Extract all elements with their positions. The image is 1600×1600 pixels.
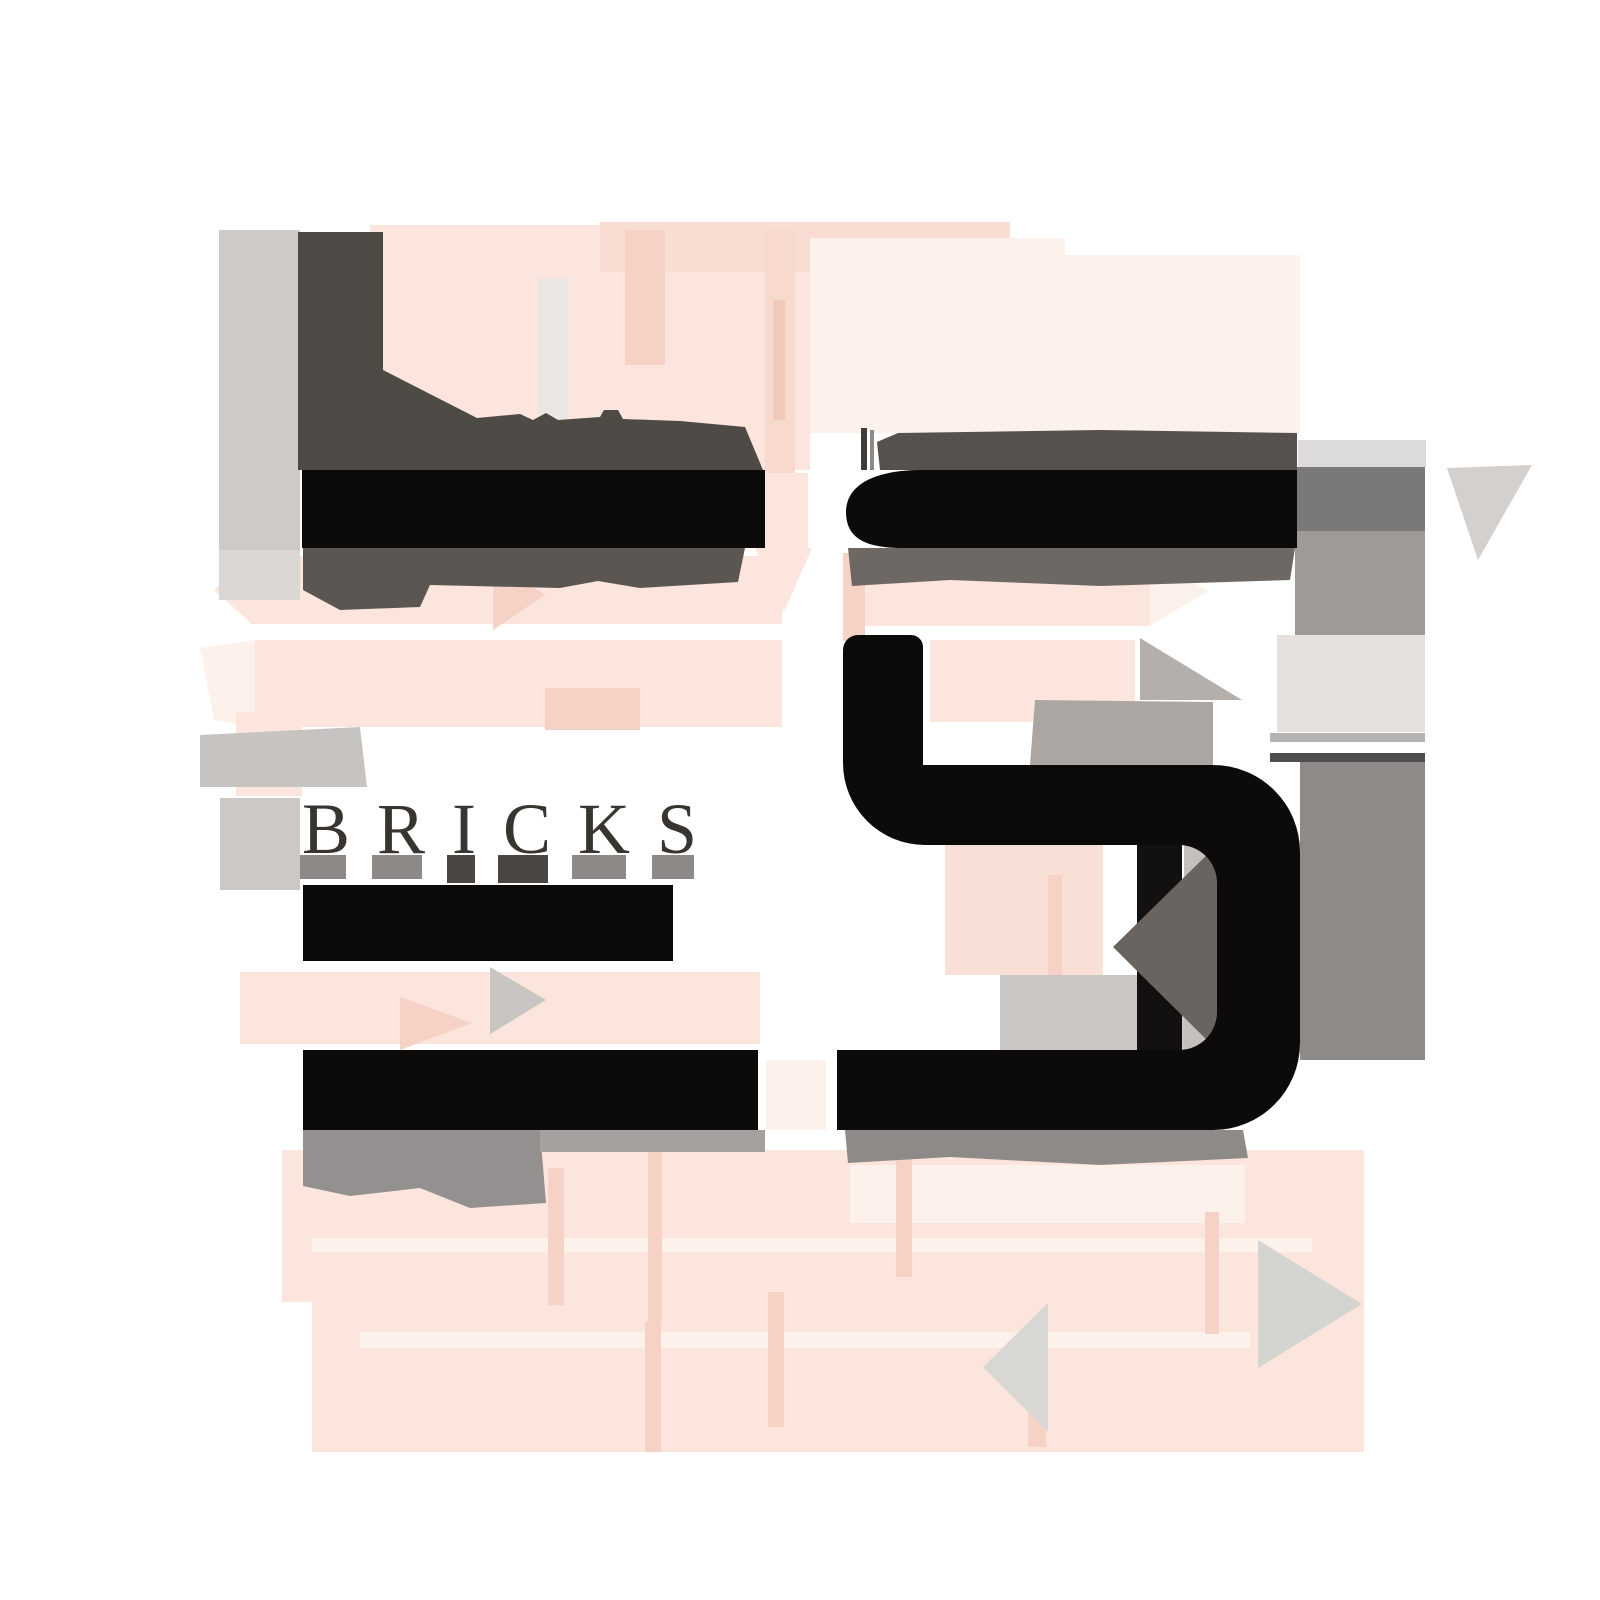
logo-e-bar-top	[302, 470, 765, 548]
artifact-pink-patch	[1065, 255, 1300, 433]
artifact-gray-block	[1297, 467, 1425, 531]
logo-layer: BRICKS	[302, 470, 1300, 1130]
artifact-pink-patch	[762, 473, 808, 548]
logo-e-bar-bottom	[303, 1050, 758, 1130]
artifact-pink-streak	[896, 1150, 912, 1277]
wordmark-serif-foot	[572, 855, 626, 879]
artifact-dark-halo	[845, 1130, 1248, 1165]
artifact-gray-slab	[220, 798, 300, 890]
artifact-gray-slab	[219, 550, 300, 600]
artifact-gray-block	[1295, 531, 1425, 635]
artifact-gray-triangle	[983, 1303, 1048, 1432]
logo-s-body	[837, 635, 1300, 1130]
artifact-pink-streak	[1048, 875, 1062, 980]
artifact-dark-halo	[298, 232, 763, 470]
artifact-loop-triangle	[1113, 845, 1217, 1050]
artifact-dark-line	[870, 430, 874, 470]
artifact-dark-line	[861, 428, 867, 470]
artifact-pink-row	[312, 1238, 1312, 1252]
artifact-gray-block	[1300, 762, 1425, 1060]
artifact-gray-wedge	[1140, 638, 1242, 700]
artifact-pink-patch	[545, 688, 640, 730]
artifact-gray-line	[1270, 753, 1425, 762]
artifact-layer-pink	[200, 222, 1364, 1452]
wordmark-serif-foot	[372, 855, 422, 879]
artifact-pink-patch	[945, 845, 1103, 975]
artifact-pink-band	[850, 1165, 1245, 1223]
artifact-gray-line	[1270, 733, 1425, 742]
artifact-dark-halo	[877, 430, 1297, 470]
logo-s-top-bar	[846, 470, 1297, 548]
artifact-dark-halo	[303, 548, 745, 610]
artifact-gray-band	[200, 727, 367, 787]
wordmark-serif-foot	[652, 855, 694, 879]
artifact-pink-wedge	[200, 640, 255, 727]
artifact-pink-arrow	[400, 997, 472, 1050]
artifact-gray-band	[1030, 700, 1213, 765]
wordmark-serif-foot	[498, 855, 548, 883]
artifact-pink-row	[360, 1332, 1250, 1348]
artifact-pink-patch	[766, 1060, 826, 1130]
artifact-pink-streak	[548, 1168, 564, 1305]
logo-e-bar-middle	[303, 885, 673, 961]
artifact-pink-band	[255, 640, 782, 727]
artifact-pink-field	[312, 1302, 1364, 1452]
artifact-pink-streak	[1205, 1212, 1219, 1334]
wordmark-serif-foot	[300, 855, 346, 879]
artifact-gray-triangle	[1258, 1240, 1362, 1368]
artifact-pink-streak	[648, 1118, 662, 1322]
logo-wordmark: BRICKS	[302, 789, 724, 869]
artifact-gray-chevron	[490, 967, 546, 1034]
artifact-layer-gray	[200, 230, 1532, 1432]
artifact-pink-streak	[645, 1322, 661, 1452]
artifact-pink-streak	[773, 300, 785, 420]
artifact-dark-halo	[303, 1130, 546, 1208]
artifact-gray-slab	[219, 230, 300, 550]
artifact-gray-block	[1298, 440, 1426, 467]
artifact-pink-streak	[638, 270, 652, 365]
artifact-pink-patch	[810, 238, 1065, 433]
artifact-layer-dark	[298, 232, 1297, 1208]
artifact-gray-wedge	[1447, 465, 1532, 560]
artifact-pink-streak	[768, 1292, 784, 1427]
artifact-gray-band	[540, 1130, 765, 1152]
wordmark-serif-foot	[447, 855, 475, 883]
artifact-gray-block	[1277, 635, 1425, 732]
artifact-dark-halo	[848, 548, 1295, 586]
